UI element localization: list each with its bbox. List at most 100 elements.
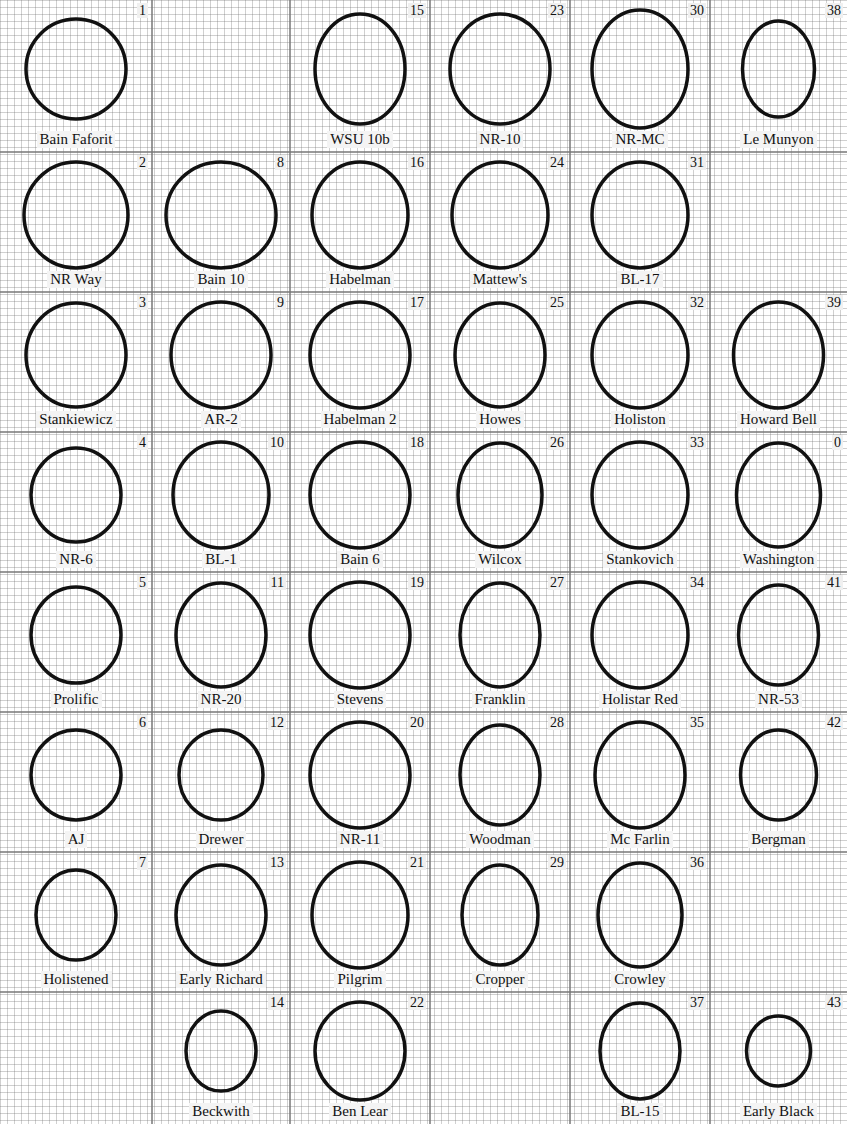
variety-name: Ben Lear — [329, 1103, 390, 1120]
variety-name: Habelman — [326, 271, 394, 288]
fruit-outline — [315, 14, 405, 124]
variety-name: Stankiewicz — [36, 411, 115, 428]
variety-name: Holiston — [611, 411, 669, 428]
variety-name: Howes — [476, 411, 524, 428]
fruit-outline — [592, 10, 688, 128]
callout-number: 28 — [548, 715, 566, 730]
callout-number: 27 — [548, 575, 566, 590]
fruit-outline — [315, 1002, 405, 1100]
fruit-outline — [739, 585, 819, 685]
variety-name: NR-20 — [198, 691, 245, 708]
fruit-outline — [455, 303, 545, 407]
variety-name: Howard Bell — [737, 411, 820, 428]
fruit-outline — [600, 1003, 680, 1099]
callout-number: 25 — [548, 295, 566, 310]
cell-border — [0, 151, 847, 153]
callout-number: 15 — [408, 3, 426, 18]
fruit-outline — [462, 865, 538, 965]
callout-number: 6 — [137, 715, 148, 730]
callout-number: 3 — [137, 295, 148, 310]
fruit-outline — [36, 870, 116, 960]
variety-name: Prolific — [51, 691, 102, 708]
callout-number: 22 — [408, 995, 426, 1010]
cell-border — [709, 0, 711, 1124]
cell-border — [0, 291, 847, 293]
callout-number: 4 — [137, 435, 148, 450]
fruit-outline — [592, 442, 688, 548]
fruit-outline — [592, 302, 688, 408]
fruit-outline — [598, 863, 682, 967]
fruit-outline — [186, 1011, 256, 1091]
callout-number: 5 — [137, 575, 148, 590]
variety-name: Bain 6 — [337, 551, 383, 568]
fruit-outline — [24, 162, 128, 268]
callout-number: 43 — [825, 995, 843, 1010]
variety-name: Mc Farlin — [607, 831, 673, 848]
callout-number: 12 — [268, 715, 286, 730]
fruit-outline — [450, 14, 550, 124]
callout-number: 34 — [688, 575, 706, 590]
variety-name: WSU 10b — [327, 131, 393, 148]
callout-number: 21 — [408, 855, 426, 870]
variety-name: NR-MC — [612, 131, 667, 148]
cell-border — [0, 851, 847, 853]
callout-number: 11 — [269, 575, 286, 590]
variety-name: Drewer — [196, 831, 247, 848]
callout-number: 2 — [137, 155, 148, 170]
callout-number: 16 — [408, 155, 426, 170]
callout-number: 13 — [268, 855, 286, 870]
variety-name: Habelman 2 — [321, 411, 400, 428]
callout-number: 14 — [268, 995, 286, 1010]
variety-name: Crowley — [611, 971, 669, 988]
variety-name: AJ — [65, 831, 88, 848]
variety-name: Washington — [740, 551, 817, 568]
variety-name: AR-2 — [201, 411, 240, 428]
callout-number: 31 — [688, 155, 706, 170]
variety-name: BL-17 — [617, 271, 662, 288]
cell-border — [151, 0, 153, 1124]
variety-name: Bain 10 — [194, 271, 247, 288]
variety-name: Bain Faforit — [37, 131, 116, 148]
fruit-outline — [26, 303, 126, 407]
variety-name: Le Munyon — [740, 131, 816, 148]
fruit-outline — [458, 443, 542, 547]
fruit-outline — [743, 21, 815, 117]
cell-border — [0, 991, 847, 993]
fruit-outline — [176, 865, 266, 965]
variety-name: Pilgrim — [334, 971, 385, 988]
fruit-outline — [179, 730, 263, 820]
variety-name: Franklin — [472, 691, 529, 708]
fruit-outline — [592, 582, 688, 688]
callout-number: 10 — [268, 435, 286, 450]
fruit-outline — [171, 302, 271, 408]
fruit-outline — [452, 162, 548, 268]
variety-name: Beckwith — [189, 1103, 253, 1120]
callout-number: 42 — [825, 715, 843, 730]
fruit-outline — [310, 582, 410, 688]
variety-name: Wilcox — [475, 551, 525, 568]
fruit-outline — [460, 583, 540, 687]
fruit-outline — [595, 722, 685, 828]
variety-name: Holistened — [41, 971, 112, 988]
callout-number: 8 — [275, 155, 286, 170]
callout-number: 9 — [275, 295, 286, 310]
variety-name: Cropper — [472, 971, 527, 988]
fruit-outline — [176, 583, 266, 687]
variety-name: Stevens — [334, 691, 387, 708]
variety-name: Stankovich — [603, 551, 677, 568]
fruit-outline — [31, 448, 121, 542]
cell-border — [0, 571, 847, 573]
callout-number: 0 — [832, 435, 843, 450]
variety-name: BL-15 — [617, 1103, 662, 1120]
fruit-outline — [310, 722, 410, 828]
variety-name: Bergman — [748, 831, 809, 848]
variety-name: NR-10 — [477, 131, 524, 148]
cell-border — [289, 0, 291, 1124]
cell-border — [569, 0, 571, 1124]
fruit-outline — [166, 162, 276, 268]
fruit-outline — [31, 587, 121, 683]
variety-name: Early Black — [740, 1103, 817, 1120]
variety-name: NR-6 — [56, 551, 95, 568]
variety-name: NR-53 — [755, 691, 802, 708]
fruit-outline — [312, 162, 408, 268]
